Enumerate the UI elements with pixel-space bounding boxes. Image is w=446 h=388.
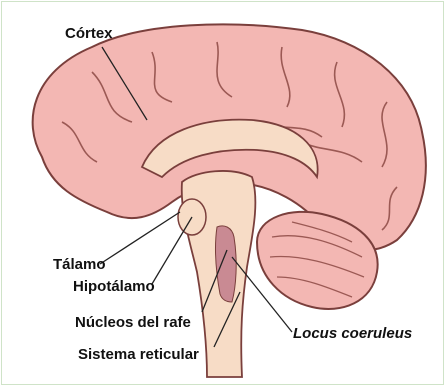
label-sistema-reticular: Sistema reticular (78, 346, 199, 364)
label-talamo: Tálamo (53, 256, 106, 274)
label-cortex: Córtex (65, 25, 113, 43)
label-nucleos-del-rafe: Núcleos del rafe (75, 314, 191, 332)
label-locus-coeruleus: Locus coeruleus (293, 325, 412, 343)
label-hipotalamo: Hipotálamo (73, 278, 155, 296)
